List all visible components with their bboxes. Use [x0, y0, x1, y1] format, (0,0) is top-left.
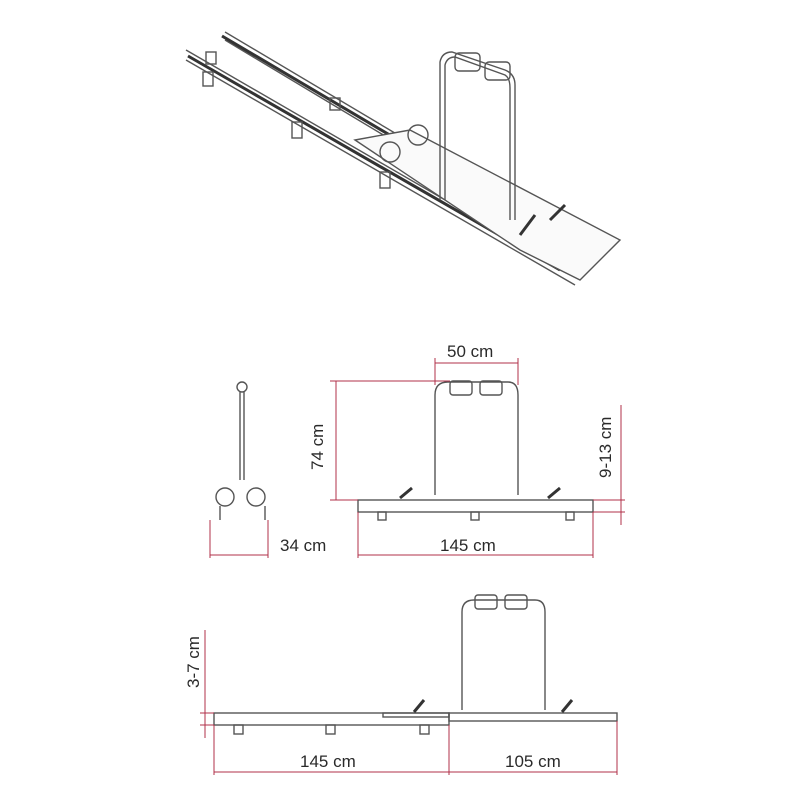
- dim-offset: 3-7 cm: [184, 636, 203, 688]
- rail-feet: [202, 51, 391, 189]
- dim-rack-height: 74 cm: [308, 423, 327, 470]
- dim-length-top: 145 cm: [440, 536, 496, 555]
- dim-clearance: 9-13 cm: [596, 416, 615, 478]
- front-view: [215, 381, 266, 520]
- dim-extension: 105 cm: [505, 752, 561, 771]
- side-view: [357, 380, 594, 521]
- dim-length-bottom: 145 cm: [300, 752, 356, 771]
- dimension-lines: [200, 358, 625, 775]
- isometric-view: [185, 31, 622, 286]
- extended-view: [213, 594, 618, 735]
- dim-rack-width: 50 cm: [447, 342, 494, 361]
- dim-depth: 34 cm: [280, 536, 327, 555]
